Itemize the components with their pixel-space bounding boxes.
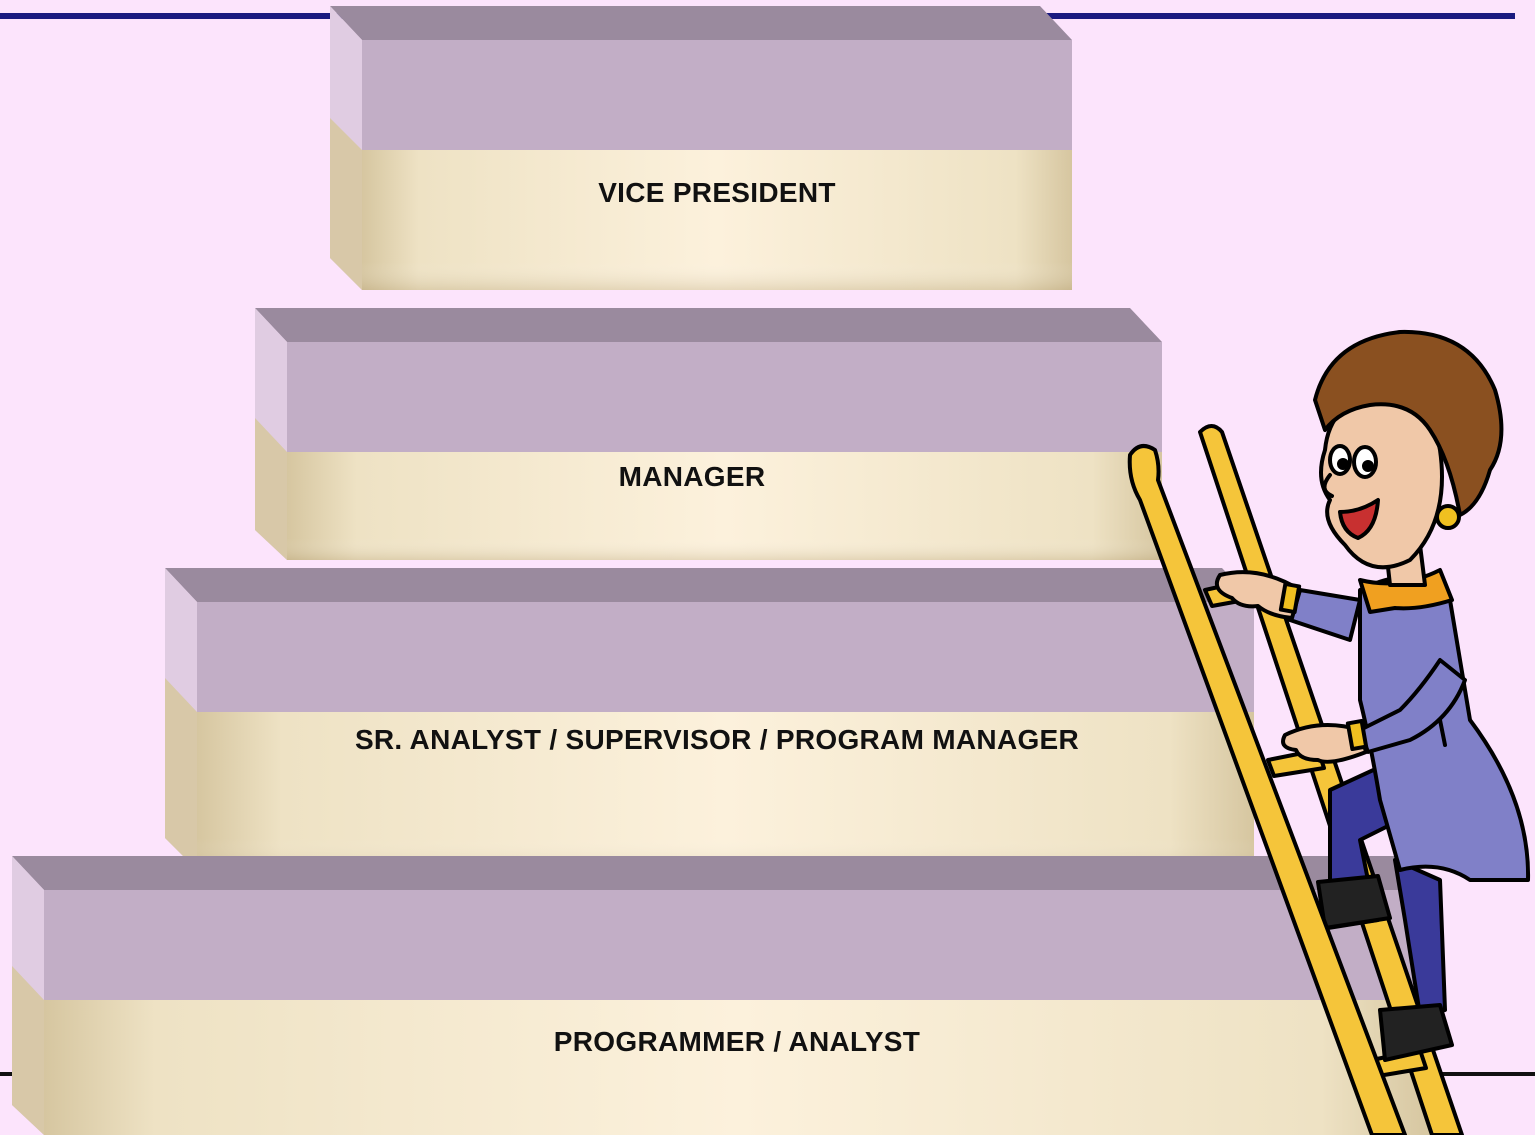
step-label-vice-president: VICE PRESIDENT (598, 177, 836, 208)
step-manager: MANAGER (255, 308, 1162, 560)
step-label-manager: MANAGER (619, 461, 766, 492)
step-sr-analyst: SR. ANALYST / SUPERVISOR / PROGRAM MANAG… (165, 568, 1254, 870)
step-label-programmer-analyst: PROGRAMMER / ANALYST (554, 1026, 920, 1057)
step-label-sr-analyst: SR. ANALYST / SUPERVISOR / PROGRAM MANAG… (355, 724, 1079, 755)
step-vice-president: VICE PRESIDENT (330, 6, 1072, 290)
step-programmer-analyst: PROGRAMMER / ANALYST (12, 856, 1432, 1135)
woman-climbing-ladder-icon (1127, 329, 1531, 1135)
